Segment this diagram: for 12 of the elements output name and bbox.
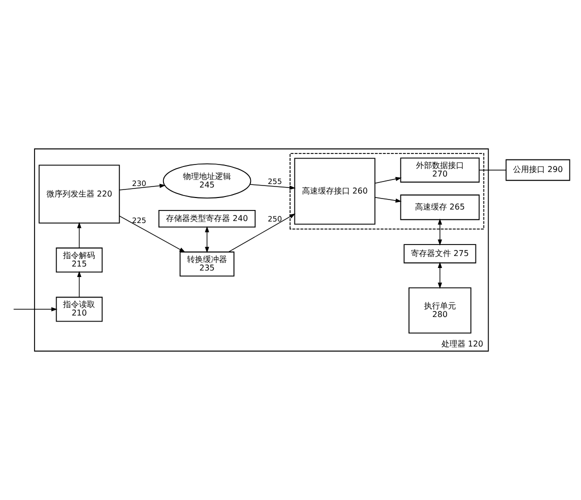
arrow [119, 216, 186, 252]
arrow [374, 197, 402, 203]
arrow [438, 218, 442, 246]
arrow [228, 214, 296, 252]
arrow [250, 184, 296, 190]
arrow [119, 184, 166, 190]
arrow [204, 226, 210, 253]
arrow [374, 176, 402, 184]
arrow [77, 270, 82, 298]
arrow [13, 307, 58, 312]
arrow [438, 262, 442, 289]
arrow [77, 222, 82, 248]
